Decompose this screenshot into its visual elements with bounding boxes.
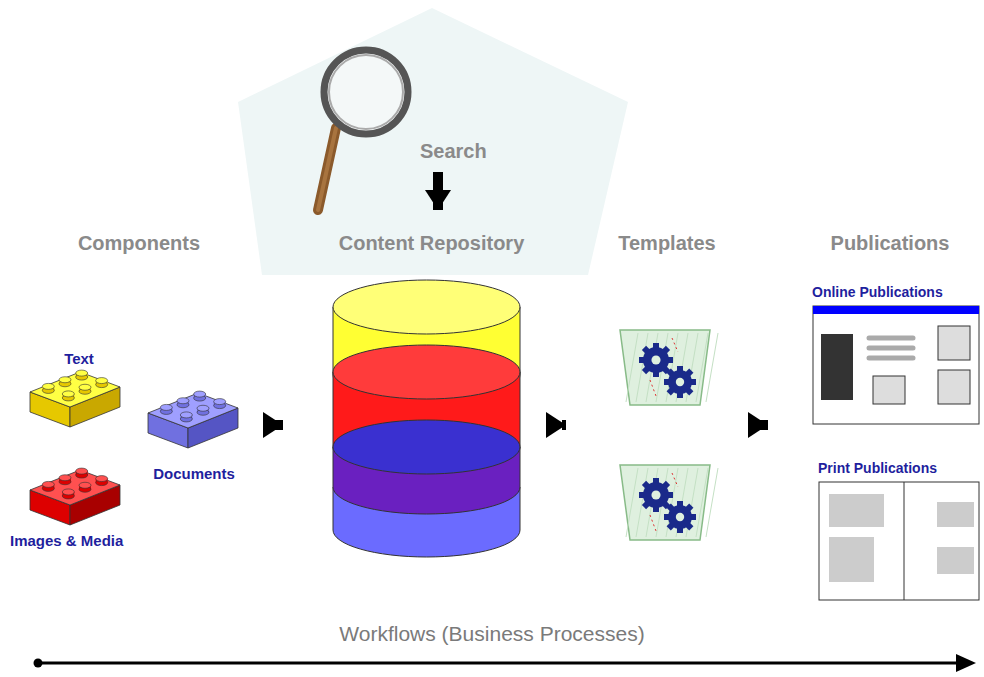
- workflow-label: Workflows (Business Processes): [0, 622, 984, 646]
- repository-cylinder: Content Repository: [305, 232, 558, 562]
- document-brick: Documents: [130, 385, 258, 490]
- node-label: Search: [420, 140, 528, 163]
- node-label: Templates: [588, 232, 746, 255]
- node-label: Text: [20, 350, 138, 367]
- component-group: ComponentsTextDocumentsImages & Media: [10, 232, 268, 562]
- print-publication-art: [818, 460, 980, 602]
- template-group: Templates: [588, 232, 746, 562]
- search-pentagon: [238, 8, 628, 275]
- node-label: Publications: [790, 232, 984, 255]
- node-label: Content Repository: [305, 232, 558, 255]
- text-brick: Text: [20, 350, 138, 435]
- node-label: Print Publications: [818, 460, 984, 476]
- search-box: Search: [420, 138, 528, 168]
- repository-cylinder-art: [305, 232, 550, 562]
- workflow-timeline: [34, 654, 977, 672]
- node-label: Images & Media: [10, 532, 173, 549]
- flow-arrow: [433, 172, 443, 210]
- publication-group: PublicationsOnline PublicationsPrint Pub…: [790, 232, 984, 612]
- flow-arrow: [562, 420, 566, 430]
- flow-arrow: [272, 420, 283, 430]
- node-label: Components: [10, 232, 268, 255]
- node-label: Online Publications: [812, 284, 984, 300]
- print-publication: Print Publications: [818, 460, 984, 602]
- flow-arrow: [750, 420, 768, 430]
- node-label: Documents: [130, 465, 258, 482]
- online-publication-art: [812, 284, 980, 426]
- magnifier-icon: [318, 50, 408, 210]
- online-publication: Online Publications: [812, 284, 984, 426]
- image-brick: Images & Media: [10, 468, 173, 553]
- template-group-art: [588, 232, 738, 562]
